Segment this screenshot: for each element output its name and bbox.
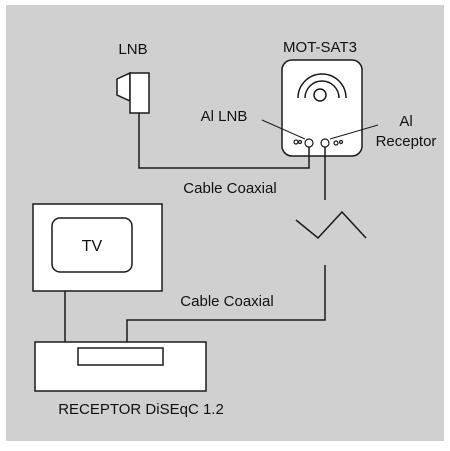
al-lnb-pointer	[261, 119, 306, 140]
receptor-label: RECEPTOR DiSEqC 1.2	[58, 401, 224, 418]
tv-label: TV	[82, 238, 103, 255]
receptor-display	[77, 347, 164, 366]
tv-device	[32, 203, 163, 292]
mot-sat3-label: MOT-SAT3	[283, 39, 357, 56]
al-receptor-label-line1: Al	[399, 113, 412, 130]
mot-sat3-device	[281, 59, 363, 157]
port-indicator-right	[333, 140, 339, 146]
tv-screen	[51, 217, 133, 273]
cable-to-receptor	[126, 265, 326, 342]
al-receptor-pointer	[329, 124, 379, 140]
port-indicator-left-2	[297, 139, 303, 145]
lnb-body	[129, 72, 150, 114]
signal-icon	[297, 73, 347, 102]
signal-dot	[313, 88, 327, 102]
port-indicator-left	[293, 139, 299, 145]
cable-coaxial-bottom-label: Cable Coaxial	[180, 293, 273, 310]
receptor-device	[34, 341, 207, 392]
mot-sat3-ports	[293, 138, 344, 148]
receptor-body	[34, 341, 207, 392]
al-lnb-label: Al LNB	[201, 108, 248, 125]
lnb-input-port	[304, 138, 314, 148]
lnb-icon	[116, 71, 150, 114]
cable-lnb-to-motsat	[138, 113, 310, 169]
signal-arc-outer	[297, 73, 347, 99]
signal-arc-inner	[304, 80, 340, 99]
al-receptor-label-line2: Receptor	[376, 133, 437, 150]
cable-coaxial-top-label: Cable Coaxial	[183, 180, 276, 197]
port-indicator-right-2	[338, 139, 344, 145]
receptor-output-port	[320, 138, 330, 148]
lnb-label: LNB	[118, 41, 147, 58]
cable-break-symbol	[295, 210, 367, 240]
